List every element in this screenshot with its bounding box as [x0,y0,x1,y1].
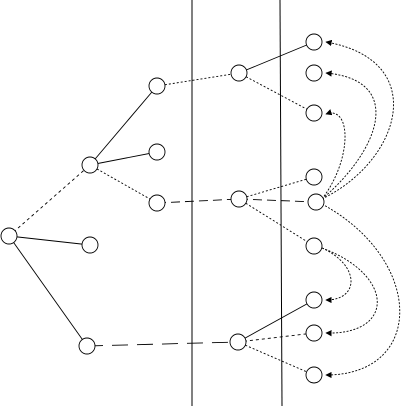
node-c [78,337,96,355]
edge-a-to-a1 [89,85,158,166]
edges [8,41,317,376]
arrow-h3-to-i1 [321,247,352,304]
node-g2 [305,64,323,82]
node-root [0,227,18,245]
arrow-h2-to-g3 [321,109,346,200]
edge-d-to-g3 [238,72,315,114]
node-a1 [148,77,166,95]
edge-d-to-g1 [238,41,315,74]
node-h2 [307,193,325,211]
edge-e-to-h3 [238,198,315,247]
edge-f-to-i2 [237,332,315,343]
arrow-h3-to-i2 [321,247,378,337]
node-i1 [305,291,323,309]
node-i2 [305,324,323,342]
edge-e-to-h1 [238,176,315,200]
edge-a1-to-d [156,72,240,87]
node-e [230,190,248,208]
edge-a-to-a3 [89,164,158,204]
nodes [0,33,325,384]
edge-root-to-c [8,235,88,347]
node-g1 [305,33,323,51]
node-i3 [305,366,323,384]
arrow-h2-to-g1 [321,39,394,200]
arrow-h2-to-i3 [321,203,401,379]
node-h1 [305,168,323,186]
edge-f-to-i3 [237,341,315,376]
edge-e-to-h2 [238,198,317,203]
edge-a3-to-e [156,198,240,204]
node-a3 [148,194,166,212]
edge-root-to-a [8,164,91,237]
edge-a-to-a2 [89,151,158,166]
edge-c-to-f [86,341,239,347]
divider-right [279,0,283,406]
node-g3 [305,104,323,122]
node-b [81,236,99,254]
node-a2 [148,143,166,161]
node-d [230,64,248,82]
edge-f-to-i1 [237,299,315,343]
node-a [81,156,99,174]
arrow-h2-to-g2 [321,70,377,200]
node-h3 [305,237,323,255]
node-f [229,333,247,351]
edge-root-to-b [8,235,91,246]
curved-arrows [321,39,401,379]
